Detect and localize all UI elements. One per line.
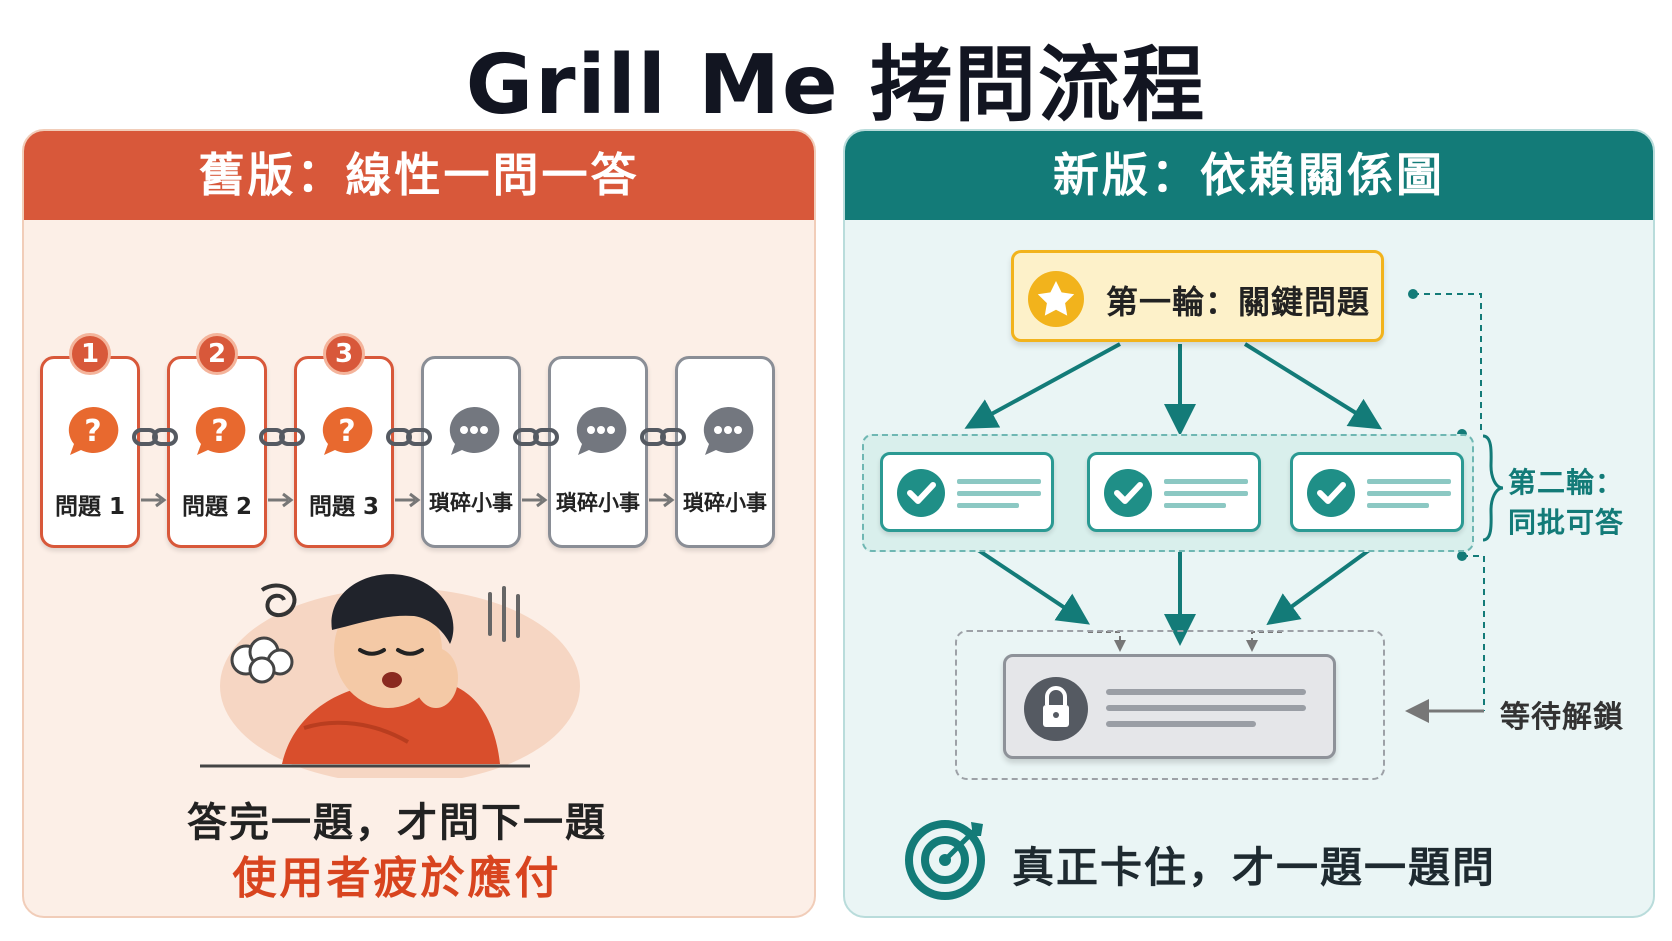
star-icon (1028, 271, 1084, 327)
ellipsis-bubble-icon (703, 406, 754, 455)
waiting-group (955, 630, 1385, 780)
question-bubble-icon: ? (322, 406, 373, 455)
next-arrow-icon (141, 492, 167, 508)
next-arrow-icon (395, 492, 421, 508)
next-arrow-icon (649, 492, 675, 508)
batch-question-card-2 (1087, 452, 1261, 532)
svg-text:?: ? (338, 414, 355, 449)
locked-question-card (1003, 654, 1336, 759)
question-bubble-icon: ? (68, 406, 119, 455)
ellipsis-bubble-icon (449, 406, 500, 455)
card-label: 瑣碎小事 (429, 491, 513, 515)
new-version-header: 新版：依賴關係圖 (845, 131, 1653, 220)
card-label: 問題 2 (181, 494, 252, 520)
card-label: 問題 1 (54, 494, 125, 520)
check-icon (1307, 469, 1355, 517)
trivial-card-3: 瑣碎小事 (675, 356, 775, 548)
step-number-badge: 2 (196, 333, 238, 375)
question-card-1: 1 ? 問題 1 (40, 333, 140, 548)
chain-link-icon (513, 428, 559, 446)
trivial-card-1: 瑣碎小事 (421, 356, 521, 548)
batch-question-card-1 (880, 452, 1054, 532)
round2-label-line1: 第二輪： (1508, 466, 1625, 499)
trivial-card-2: 瑣碎小事 (548, 356, 648, 548)
next-arrow-icon (268, 492, 294, 508)
question-card-3: 3 ? 問題 3 (294, 333, 394, 548)
question-bubble-icon: ? (195, 406, 246, 455)
old-version-header: 舊版：線性一問一答 (24, 131, 814, 220)
chain-link-icon (386, 428, 432, 446)
old-footer-line2: 使用者疲於應付 (232, 853, 562, 904)
card-label: 問題 3 (308, 494, 379, 520)
card-label: 瑣碎小事 (556, 491, 640, 515)
page-title: Grill Me 拷問流程 (465, 38, 1207, 133)
check-icon (1104, 469, 1152, 517)
question-card-2: 2 ? 問題 2 (167, 333, 267, 548)
svg-text:?: ? (84, 414, 101, 449)
new-footer: 真正卡住，才一題一題問 (1012, 843, 1497, 892)
wait-unlock-label: 等待解鎖 (1500, 700, 1624, 735)
tired-person-illustration (200, 574, 580, 778)
batch-question-card-3 (1290, 452, 1464, 532)
round2-label: 第二輪： 同批可答 (1508, 463, 1624, 543)
chain-link-icon (132, 428, 178, 446)
step-number-badge: 3 (323, 333, 365, 375)
chain-link-icon (259, 428, 305, 446)
card-label: 瑣碎小事 (683, 491, 767, 515)
ellipsis-bubble-icon (576, 406, 627, 455)
target-icon (905, 820, 985, 900)
round2-label-line2: 同批可答 (1508, 506, 1625, 539)
round1-label: 第一輪：關鍵問題 (1106, 283, 1371, 321)
old-footer-line1: 答完一題，才問下一題 (187, 800, 607, 846)
svg-text:?: ? (211, 414, 228, 449)
chain-link-icon (640, 428, 686, 446)
next-arrow-icon (522, 492, 548, 508)
check-icon (897, 469, 945, 517)
round1-key-question-box: 第一輪：關鍵問題 (1011, 250, 1384, 342)
step-number-badge: 1 (69, 333, 111, 375)
